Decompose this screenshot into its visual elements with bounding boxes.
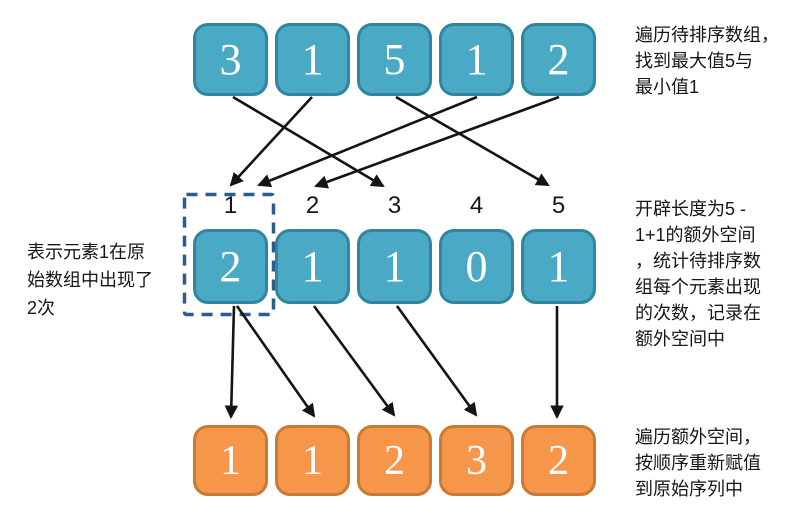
annotation-line: 按顺序重新赋值 <box>635 453 761 473</box>
annotation-line: 遍历待排序数组， <box>635 25 779 45</box>
count-index-label: 3 <box>387 192 402 219</box>
arrow-count-slot1-to-result1 <box>224 305 239 420</box>
arrow-source5-value2-to-count-slot2 <box>314 95 560 189</box>
count-array-row: 2 1 1 0 1 <box>193 229 596 304</box>
annotation-line: 组每个元素出现 <box>635 277 761 297</box>
arrow-source3-value5-to-count-slot5 <box>395 95 550 187</box>
arrow-source4-value1-to-count-slot1 <box>257 95 478 187</box>
annotation-line: 遍历额外空间， <box>635 427 761 447</box>
count-array-cell: 1 <box>357 229 432 304</box>
result-array-cell: 1 <box>193 425 268 496</box>
arrow-count-slot3-to-result4 <box>395 305 478 417</box>
arrow-source2-value1-to-count-slot1 <box>229 96 313 187</box>
count-array-cell: 1 <box>275 229 350 304</box>
count-array-cell: 2 <box>193 229 268 304</box>
annotation-line: 最小值1 <box>635 77 700 97</box>
count-index-label: 2 <box>305 192 320 219</box>
source-array-row: 3 1 5 1 2 <box>193 23 596 96</box>
source-array-cell: 5 <box>357 23 432 96</box>
annotation-line: 1+1的额外空间 <box>635 225 756 245</box>
source-array-cell: 3 <box>193 23 268 96</box>
annotation-line: 额外空间中 <box>635 329 725 349</box>
count-index-label: 4 <box>469 192 484 219</box>
annotation-line: 到原始序列中 <box>635 479 743 499</box>
bottom-right-annotation: 遍历额外空间， 按顺序重新赋值 到原始序列中 <box>635 424 761 502</box>
annotation-line: 开辟长度为5 - <box>635 199 747 219</box>
arrow-count-slot2-to-result3 <box>312 305 396 417</box>
result-array-row: 1 1 2 3 2 <box>193 425 596 496</box>
count-array-cell: 1 <box>521 229 596 304</box>
arrow-count-slot1-to-result2 <box>235 305 316 418</box>
middle-right-annotation: 开辟长度为5 - 1+1的额外空间 ，统计待排序数 组每个元素出现 的次数，记录… <box>635 196 761 352</box>
count-slot1-dashed-highlight <box>182 192 276 317</box>
source-array-cell: 1 <box>439 23 514 96</box>
annotation-line: ，统计待排序数 <box>635 251 761 271</box>
annotation-line: 2次 <box>27 298 56 318</box>
result-array-cell: 1 <box>275 425 350 496</box>
count-index-label: 5 <box>551 192 566 219</box>
count-array-cell: 0 <box>439 229 514 304</box>
result-array-cell: 2 <box>521 425 596 496</box>
result-array-cell: 2 <box>357 425 432 496</box>
count-array-index-labels: 1 2 3 4 5 <box>193 192 596 220</box>
arrow-source1-value3-to-count-slot3 <box>232 95 385 188</box>
result-array-cell: 3 <box>439 425 514 496</box>
annotation-line: 的次数，记录在 <box>635 303 761 323</box>
count-index-label: 1 <box>223 192 238 219</box>
source-array-cell: 2 <box>521 23 596 96</box>
annotation-line: 表示元素1在原 <box>27 242 146 262</box>
left-annotation: 表示元素1在原 始数组中出现了 2次 <box>27 238 153 322</box>
annotation-line: 找到最大值5与 <box>635 51 754 71</box>
annotation-line: 始数组中出现了 <box>27 270 153 290</box>
source-array-cell: 1 <box>275 23 350 96</box>
top-right-annotation: 遍历待排序数组， 找到最大值5与 最小值1 <box>635 22 779 100</box>
